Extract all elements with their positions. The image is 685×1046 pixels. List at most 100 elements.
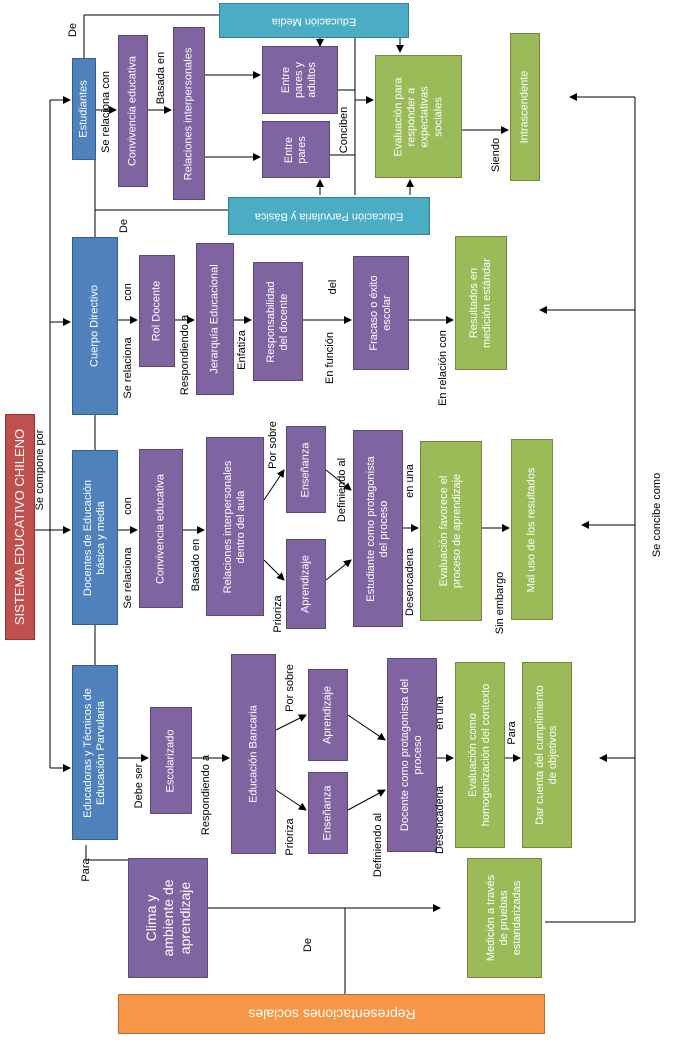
node-label-line: pares bbox=[296, 135, 308, 164]
connector bbox=[325, 559, 352, 581]
node-convivencia-1: Convivencia educativa bbox=[118, 35, 148, 187]
node-label: Enseñanza bbox=[299, 441, 312, 498]
node-title: SISTEMA EDUCATIVO CHILENO bbox=[5, 414, 35, 640]
node-label-line: del proceso bbox=[378, 500, 390, 557]
label-siendo: Siendo bbox=[490, 137, 502, 173]
label-para-2: Para bbox=[506, 721, 518, 745]
node-label: Enseñanza bbox=[321, 785, 334, 841]
node-label: Educación Parvularia y Básica bbox=[254, 210, 404, 223]
connector bbox=[325, 469, 352, 491]
label-se-relaciona-1: Se relaciona bbox=[122, 337, 134, 399]
node-relaciones-interpersonales: Relaciones interpersonales bbox=[173, 27, 205, 200]
node-label: Representaciones sociales bbox=[247, 1006, 416, 1023]
label-se-relaciona-con-1: Se relaciona con bbox=[100, 71, 112, 153]
label-en-una-1: en una bbox=[404, 464, 416, 498]
label-enfatiza: Enfatiza bbox=[236, 330, 248, 370]
node-label-line: estandarizadas bbox=[511, 880, 524, 956]
label-respondiendo-a-2: Respondiendo a bbox=[200, 754, 212, 836]
node-educacion-parvularia-basica: Educación Parvularia y Básica bbox=[228, 197, 430, 235]
node-label: Cuerpo Directivo bbox=[88, 285, 101, 367]
node-label: Aprendizaje bbox=[299, 554, 312, 614]
node-jerarquia: Jerarquía Educacional bbox=[196, 243, 234, 395]
node-label: Mal uso de los resultados bbox=[525, 467, 538, 592]
node-label-line: Dar cuenta del cumplimiento bbox=[533, 685, 546, 825]
node-label-line: del docente bbox=[278, 293, 290, 350]
node-label-line: aprendizaje bbox=[176, 881, 193, 955]
node-label-line: Educadoras y Técnicos de bbox=[81, 687, 94, 818]
node-estudiantes: Estudiantes bbox=[72, 58, 96, 160]
label-basada-en: Basada en bbox=[155, 51, 167, 105]
label-para-1: Para bbox=[80, 858, 92, 882]
node-cuerpo-directivo: Cuerpo Directivo bbox=[72, 237, 118, 415]
node-label-line: medición estándar bbox=[481, 258, 493, 348]
label-definiendo-al-1: Definiendo al bbox=[336, 457, 348, 523]
label-en-funcion: En función bbox=[324, 332, 336, 384]
connector bbox=[347, 714, 386, 741]
label-se-compone-por: Se compone por bbox=[34, 429, 46, 511]
node-label: Educación Media bbox=[271, 15, 357, 28]
label-prioriza-1: Prioriza bbox=[272, 595, 284, 633]
label-desencadena-1: Desencadena bbox=[404, 548, 416, 616]
node-label-line: Medición a través bbox=[484, 874, 497, 962]
label-se-relaciona-2: Se relaciona bbox=[122, 547, 134, 609]
node-label-line: homogenización del contexto bbox=[480, 683, 492, 827]
node-label-line: responder a bbox=[405, 87, 418, 146]
node-label: Convivencia educativa bbox=[126, 55, 139, 167]
node-label-line: básica y media bbox=[95, 500, 107, 575]
connector bbox=[275, 789, 307, 811]
node-label-line: Docentes de Educación bbox=[81, 479, 94, 596]
node-label: Aprendizaje bbox=[321, 685, 334, 745]
label-por-sobre-1: Por sobre bbox=[267, 421, 279, 469]
node-label-line: adultos bbox=[306, 62, 319, 98]
node-label: Intrascendente bbox=[518, 70, 531, 144]
connector bbox=[275, 714, 307, 731]
node-label-line: sociales bbox=[431, 96, 444, 137]
label-prioriza-2: Prioriza bbox=[284, 818, 296, 856]
node-label-line: pares y bbox=[293, 61, 306, 99]
node-representaciones: Representaciones sociales bbox=[118, 994, 545, 1034]
label-de-bottom: De bbox=[302, 937, 314, 953]
node-label-line: Docente como protagonista del bbox=[398, 678, 411, 832]
node-aprendizaje-2: Aprendizaje bbox=[308, 669, 348, 761]
node-label: SISTEMA EDUCATIVO CHILENO bbox=[12, 428, 28, 626]
label-respondiendo-a-1: Respondiendo a bbox=[179, 314, 191, 396]
node-ensenanza-1: Enseñanza bbox=[286, 426, 326, 513]
node-label-line: Educación Parvularia bbox=[95, 700, 107, 805]
label-conciben: Conciben bbox=[338, 106, 350, 154]
node-label: Relaciones interpersonales bbox=[182, 47, 195, 180]
node-convivencia-2: Convivencia educativa bbox=[139, 449, 183, 608]
label-de-top: De bbox=[67, 22, 79, 38]
node-label: Estudiantes bbox=[77, 80, 90, 138]
node-label-line: de objetivos bbox=[547, 725, 559, 785]
label-por-sobre-2: Por sobre bbox=[284, 664, 296, 712]
label-de-mid: De bbox=[118, 218, 130, 234]
node-label-line: proceso bbox=[412, 735, 424, 775]
node-label: Escolarizado bbox=[164, 729, 177, 792]
connector bbox=[263, 469, 285, 501]
node-rol-docente: Rol Docente bbox=[139, 255, 175, 367]
